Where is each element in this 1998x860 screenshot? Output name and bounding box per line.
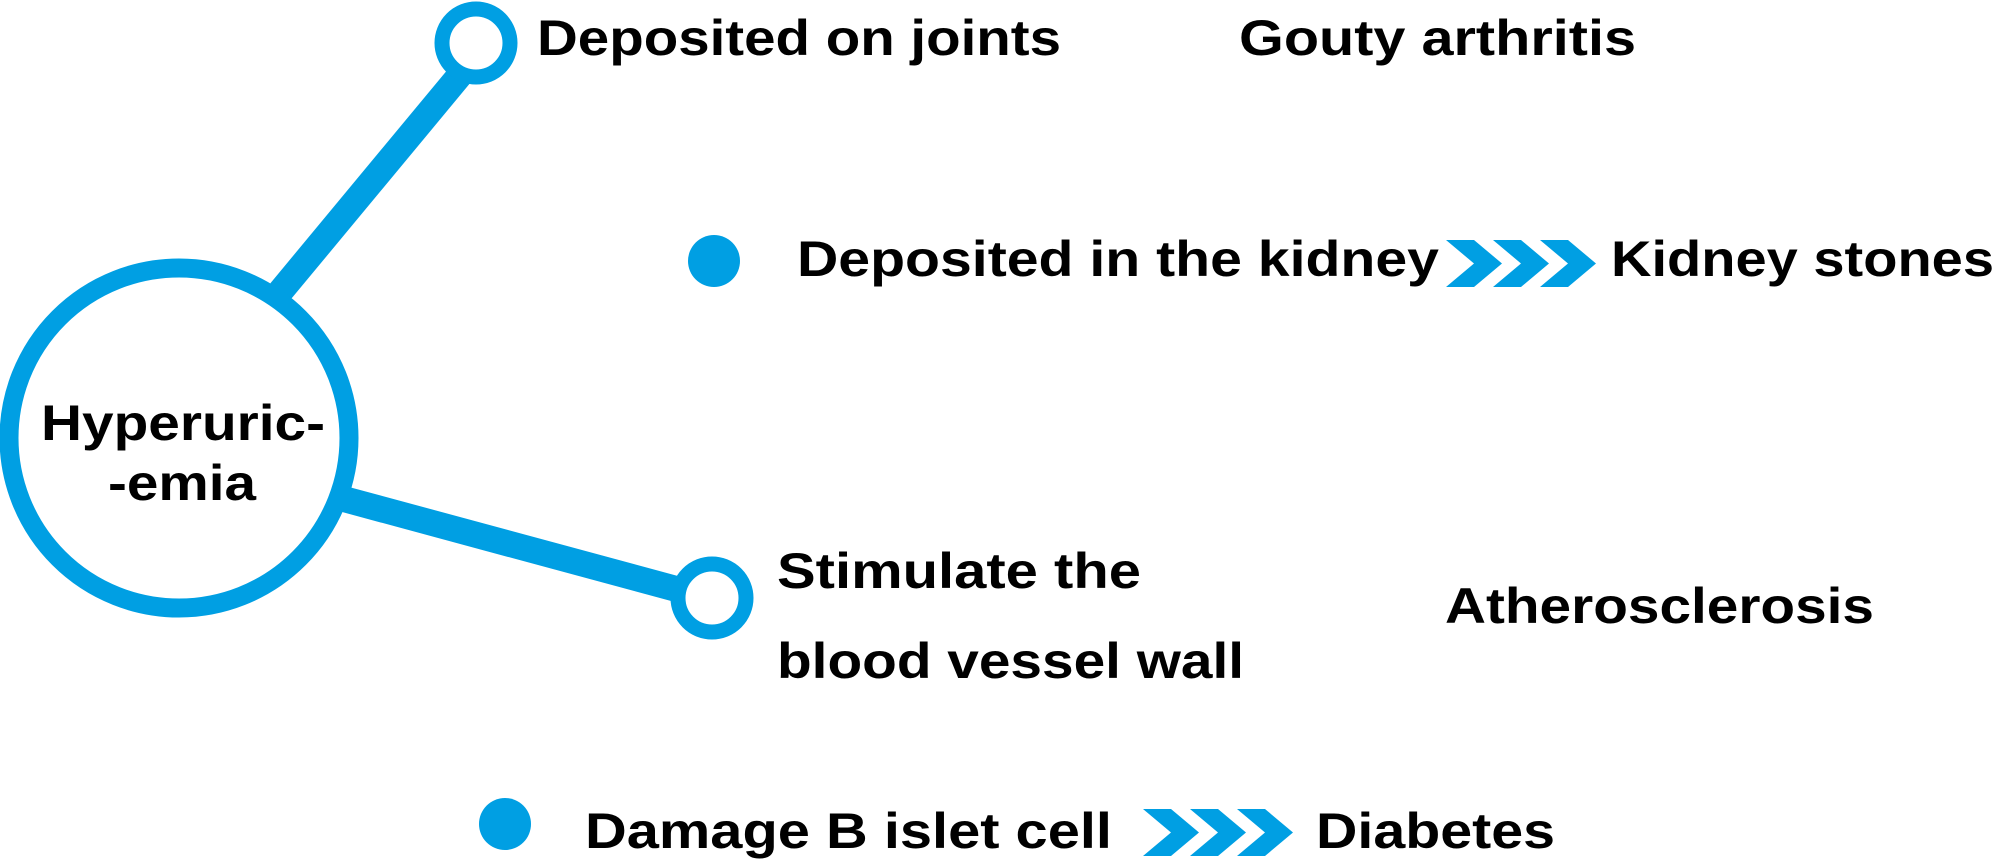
connector-lines — [269, 66, 684, 603]
bullet-kidney — [688, 235, 740, 287]
result-atherosclerosis: Atherosclerosis — [1445, 578, 1874, 634]
chevron-icon — [1237, 809, 1293, 856]
connector-joints — [269, 66, 471, 301]
center-node — [0, 258, 359, 618]
cause-islet: Damage B islet cell — [585, 803, 1112, 859]
chevron-icon — [1143, 809, 1199, 856]
cause-kidney: Deposited in the kidney — [797, 231, 1439, 287]
node-joints — [434, 1, 518, 85]
center-label-line2: -emia — [108, 455, 257, 511]
cause-vessel-line1: Stimulate the — [777, 543, 1141, 599]
result-gouty-arthritis: Gouty arthritis — [1239, 10, 1636, 66]
node-vessel — [670, 556, 754, 640]
connector-vessel — [336, 485, 684, 603]
center-label-line1: Hyperuric- — [41, 395, 325, 451]
chevron-icon — [1540, 240, 1596, 287]
chevron-icon — [1493, 240, 1549, 287]
result-kidney-stones: Kidney stones — [1611, 231, 1994, 287]
chevron-arrows-kidney — [1446, 240, 1596, 287]
chevron-arrows-islet — [1143, 809, 1293, 856]
bullet-islet — [479, 798, 531, 850]
result-diabetes: Diabetes — [1316, 803, 1555, 859]
cause-vessel-line2: blood vessel wall — [777, 633, 1244, 689]
chevron-icon — [1190, 809, 1246, 856]
cause-joints: Deposited on joints — [537, 10, 1061, 66]
chevron-icon — [1446, 240, 1502, 287]
